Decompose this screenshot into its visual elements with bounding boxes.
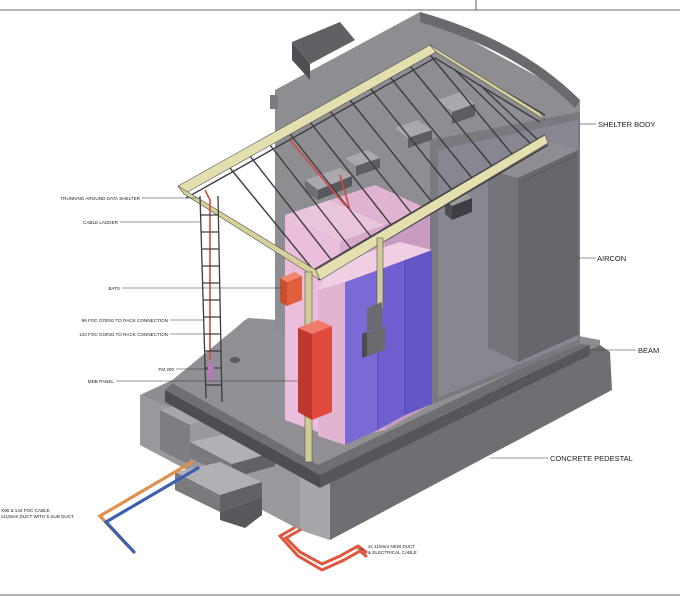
label-concrete-pedestal: CONCRETE PEDESTAL xyxy=(550,454,633,463)
aircon-unit xyxy=(488,142,578,362)
label-mdb-panel: MDB PANEL xyxy=(88,379,115,384)
trunking-frame xyxy=(177,44,549,463)
label-bats: BATS xyxy=(108,286,120,291)
left-cable-duct xyxy=(97,460,200,554)
label-fm200: FM 200 xyxy=(158,367,174,372)
label-trunking: TRUNKING AROUND DATA SHELTER xyxy=(60,196,140,201)
entrance-steps xyxy=(160,400,275,528)
fiber-lines xyxy=(204,139,351,360)
label-shelter-body: SHELTER BODY xyxy=(598,120,655,129)
label-electrical-cable: & ELECTRICAL CABLE xyxy=(368,550,417,555)
fm200-cylinder xyxy=(208,362,214,380)
vertical-cable-ladder xyxy=(199,195,223,403)
right-electrical-duct xyxy=(277,526,368,572)
label-cable-ladder: CABLE LADDER xyxy=(83,220,119,225)
mdb-panel xyxy=(298,320,332,420)
label-duct-subduct: x110mm DUCT WITH 5 SUB DUCT xyxy=(1,514,74,519)
label-beam: BEAM xyxy=(638,346,659,355)
rack-panels xyxy=(362,302,385,358)
label-aircon: AIRCON xyxy=(597,254,626,263)
label-foc-cable: X96 & 144 FOC CABLE xyxy=(1,508,50,513)
label-144-foc: 144 FOC GOING TO RACK CONNECTION xyxy=(79,332,168,337)
bats-box xyxy=(280,272,302,306)
label-96-foc: 96 FOC GOING TO RACK CONNECTION xyxy=(82,318,168,323)
label-new-duct: 2x 110mm NEW DUCT xyxy=(368,544,415,549)
leader-lines xyxy=(116,123,636,550)
